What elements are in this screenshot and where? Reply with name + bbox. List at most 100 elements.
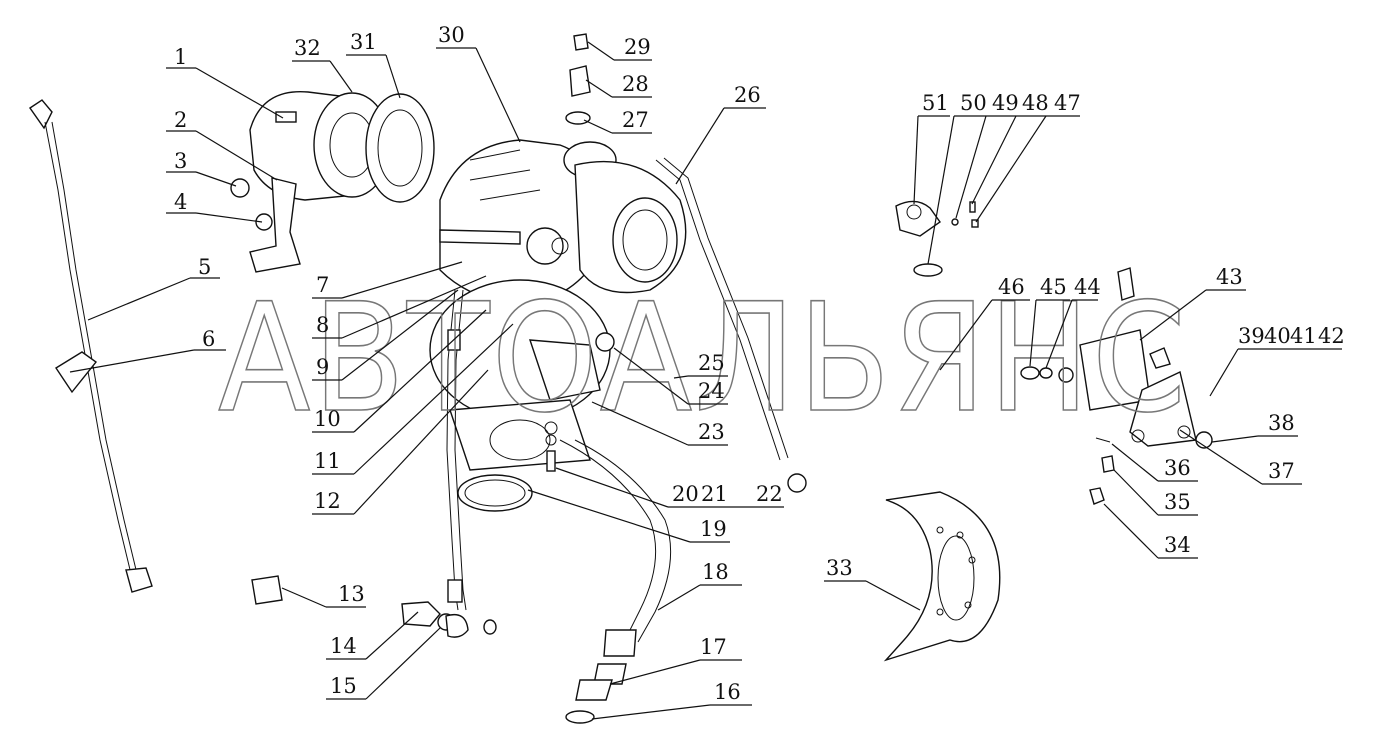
callout-8: 8 <box>312 275 487 339</box>
callout-44: 44 <box>1045 275 1101 369</box>
svg-text:14: 14 <box>330 634 357 658</box>
svg-text:3: 3 <box>174 149 187 173</box>
callout-33: 33 <box>824 556 921 611</box>
callout-18: 18 <box>657 560 742 611</box>
svg-text:24: 24 <box>698 379 725 403</box>
part-oil-drain-hose <box>559 439 672 724</box>
svg-text:30: 30 <box>438 23 465 47</box>
callout-28: 28 <box>585 72 652 98</box>
svg-text:38: 38 <box>1268 411 1295 435</box>
callout-43: 43 <box>1139 265 1246 341</box>
part-oil-return-pipe-26 <box>655 157 807 493</box>
svg-text:19: 19 <box>700 517 727 541</box>
svg-text:45: 45 <box>1040 275 1067 299</box>
callout-39-42: 39 40 41 42 <box>1209 324 1345 397</box>
callout-1: 1 <box>166 45 284 119</box>
svg-text:44: 44 <box>1074 275 1101 299</box>
part-small-fittings-34-36-44-46 <box>1020 366 1115 505</box>
callout-6: 6 <box>69 327 226 373</box>
part-actuator-group-47-51 <box>895 200 979 277</box>
svg-text:49: 49 <box>992 91 1019 115</box>
svg-text:11: 11 <box>314 449 341 473</box>
svg-text:28: 28 <box>622 72 649 96</box>
callout-47: 47 <box>975 91 1081 223</box>
part-oil-feed-line <box>446 289 467 611</box>
part-brackets-3-4 <box>230 177 301 273</box>
svg-text:32: 32 <box>294 36 321 60</box>
callout-24: 24 <box>613 347 728 405</box>
svg-text:33: 33 <box>826 556 853 580</box>
callout-50: 50 <box>927 91 987 265</box>
part-turbocharger <box>439 139 687 306</box>
part-heat-shield-33 <box>883 491 1001 662</box>
svg-text:5: 5 <box>198 255 211 279</box>
svg-text:35: 35 <box>1164 490 1191 514</box>
svg-text:17: 17 <box>700 635 727 659</box>
part-turbine-housing <box>429 279 615 471</box>
callout-51: 51 <box>913 91 950 205</box>
part-gasket-31 <box>365 93 435 203</box>
svg-text:13: 13 <box>338 582 365 606</box>
svg-text:42: 42 <box>1318 324 1345 348</box>
callout-49: 49 <box>955 91 1019 219</box>
part-bracket-37-43 <box>1079 267 1213 449</box>
callout-48: 48 <box>971 91 1049 205</box>
svg-text:21: 21 <box>701 482 728 506</box>
callout-25: 25 <box>673 351 728 379</box>
callout-36: 36 <box>1111 443 1198 482</box>
callout-12: 12 <box>312 369 489 515</box>
svg-text:37: 37 <box>1268 459 1295 483</box>
callout-45: 45 <box>1029 275 1070 367</box>
callout-3: 3 <box>166 149 237 187</box>
svg-text:22: 22 <box>756 482 783 506</box>
svg-text:48: 48 <box>1022 91 1049 115</box>
svg-text:9: 9 <box>316 355 329 379</box>
svg-text:39: 39 <box>1238 324 1265 348</box>
svg-text:12: 12 <box>314 489 341 513</box>
svg-text:36: 36 <box>1164 456 1191 480</box>
svg-text:4: 4 <box>174 190 187 214</box>
callout-13: 13 <box>281 582 366 608</box>
callout-26: 26 <box>675 83 766 185</box>
callout-11: 11 <box>312 323 514 475</box>
callout-15: 15 <box>326 627 441 700</box>
callout-9: 9 <box>312 289 459 381</box>
callout-29: 29 <box>587 35 652 61</box>
svg-text:27: 27 <box>622 108 649 132</box>
callout-17: 17 <box>609 635 742 685</box>
callout-14: 14 <box>326 611 419 660</box>
svg-text:41: 41 <box>1290 324 1317 348</box>
svg-text:43: 43 <box>1216 265 1243 289</box>
callout-37: 37 <box>1179 429 1302 485</box>
part-top-fittings-27-28-29 <box>565 33 591 125</box>
callout-46: 46 <box>939 275 1030 371</box>
svg-text:1: 1 <box>174 45 187 69</box>
callout-20-21-22: 20 21 22 <box>555 467 784 508</box>
part-fittings-13-14-15 <box>251 575 497 638</box>
callout-4: 4 <box>166 190 263 223</box>
callout-16: 16 <box>591 680 752 720</box>
svg-text:10: 10 <box>314 407 341 431</box>
svg-text:18: 18 <box>702 560 729 584</box>
svg-text:31: 31 <box>350 30 377 54</box>
svg-text:20: 20 <box>672 482 699 506</box>
svg-text:2: 2 <box>174 108 187 132</box>
callout-5: 5 <box>87 255 220 321</box>
svg-text:6: 6 <box>202 327 215 351</box>
callout-30: 30 <box>436 23 521 143</box>
svg-text:8: 8 <box>316 313 329 337</box>
svg-text:29: 29 <box>624 35 651 59</box>
callout-2: 2 <box>166 108 278 181</box>
svg-text:26: 26 <box>734 83 761 107</box>
part-gasket-19 <box>457 474 533 512</box>
svg-text:16: 16 <box>714 680 741 704</box>
callout-7: 7 <box>312 261 463 299</box>
callout-34: 34 <box>1103 503 1198 559</box>
callout-35: 35 <box>1113 469 1198 516</box>
callout-27: 27 <box>583 108 652 134</box>
callout-38: 38 <box>1211 411 1298 443</box>
callout-31: 31 <box>346 30 401 99</box>
svg-text:51: 51 <box>922 91 949 115</box>
callout-10: 10 <box>312 309 487 433</box>
